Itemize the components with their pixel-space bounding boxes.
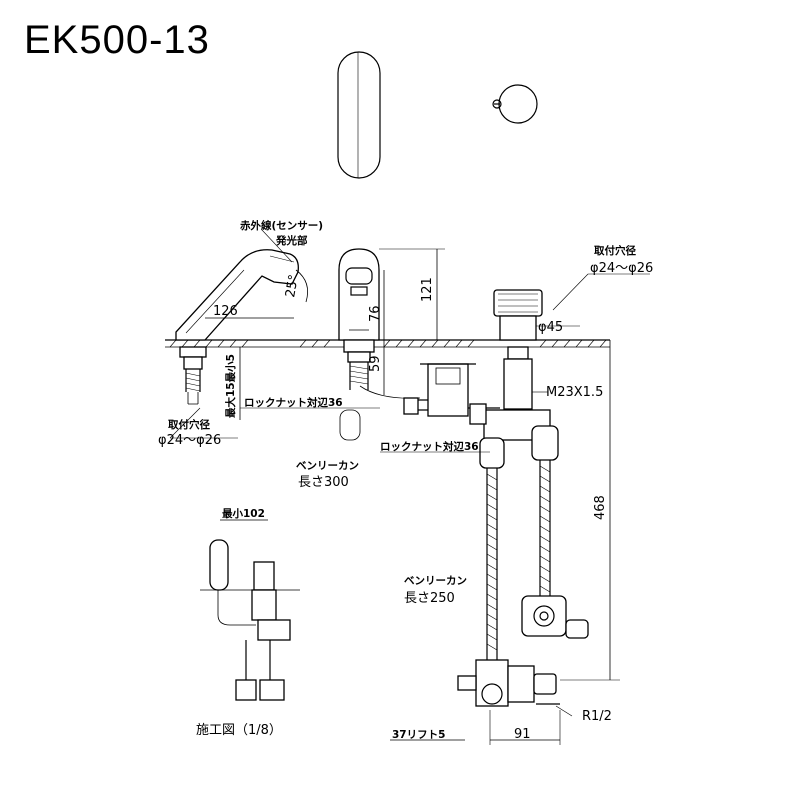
dim-angle: 25° <box>283 273 302 298</box>
max-thickness-label: 最大15最小5 <box>224 354 237 418</box>
sensor-label: 赤外線(センサー) <box>240 219 323 232</box>
side-view-spout <box>175 249 299 405</box>
install-diagram-small <box>200 539 300 701</box>
mount-hole-top-title: 取付穴径 <box>594 244 636 257</box>
thread-label: M23X1.5 <box>546 385 603 400</box>
control-box <box>403 363 500 417</box>
sensor-emitter-label: 発光部 <box>275 234 308 247</box>
valve-assembly <box>469 289 559 469</box>
mount-hole-left-value: φ24～φ26 <box>158 433 221 448</box>
mount-hole-top-value: φ24～φ26 <box>590 261 653 276</box>
lock-nut-label-2: ロックナット対辺36 <box>380 440 479 453</box>
model-title: EK500-13 <box>24 18 210 62</box>
mount-hole-left-title: 取付穴径 <box>168 418 210 431</box>
lock-nut-label-1: ロックナット対辺36 <box>244 396 343 409</box>
top-view-spout <box>337 51 381 179</box>
front-view-spout <box>338 248 421 441</box>
dim-phi45: φ45 <box>538 320 563 335</box>
top-view-valve <box>492 84 538 124</box>
flex-tube-1-length: 長さ300 <box>298 475 349 490</box>
stop-valve-lower <box>457 659 560 707</box>
install-diagram-label: 施工図（1/8） <box>196 723 282 738</box>
flex-tubes <box>486 460 551 660</box>
lift-label: 37リフト5 <box>392 729 445 741</box>
dim-121: 121 <box>420 277 435 302</box>
dim-59: 59 <box>368 355 383 372</box>
dim-91: 91 <box>514 727 531 742</box>
stop-valve-upper <box>521 595 589 639</box>
dimension-lines <box>169 229 650 745</box>
dim-126: 126 <box>213 304 238 319</box>
dim-468: 468 <box>593 495 608 520</box>
counter-top <box>165 339 610 348</box>
flex-tube-1-title: ベンリーカン <box>296 460 359 472</box>
flex-tube-2-length: 長さ250 <box>404 591 455 606</box>
flex-tube-2-title: ベンリーカン <box>404 575 467 587</box>
r12-label: R1/2 <box>582 709 612 724</box>
dim-76: 76 <box>368 305 383 322</box>
min-102-label: 最小102 <box>222 507 265 520</box>
